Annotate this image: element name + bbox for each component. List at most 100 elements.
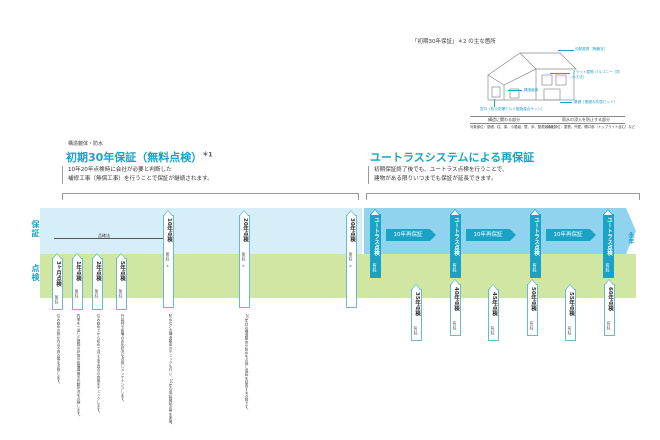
marker-y10-arrow [163, 210, 173, 217]
paid-marker-5: 55年点検 （有料） [565, 284, 576, 341]
marker-y2-label: 2年点検 [95, 261, 101, 282]
band-label-guarantee: 保証 [31, 220, 40, 238]
marker-y5-note: （無料） [119, 286, 124, 302]
left-desc-line2: 補修工事（無償工事）を行うことで保証が継続されます。 [68, 176, 213, 182]
marker-y10: 10年点検 （無料）＊ [163, 210, 174, 308]
marker-m3-arrow [52, 253, 62, 260]
marker-y1-arrow [72, 253, 82, 260]
house-legend-divider-2 [470, 123, 625, 124]
paid-marker-6-note: （有料） [607, 318, 612, 334]
utrust-marker-4: ユートラス点検 （有料） [603, 209, 614, 278]
marker-y20-label: 20年点検 [242, 218, 248, 243]
left-title: 初期30年保証（無料点検）＊1 [66, 149, 213, 165]
paid-marker-6-label: 60年点検 [607, 287, 613, 312]
caption-y1: 四季を一巡した建物の状態や設備機器の作動状況を点検します。 [77, 314, 81, 419]
legend-left: 対象部位：基礎、柱、梁、小屋組、壁、床、屋根版など [470, 125, 555, 129]
right-title: ユートラスシステムによる再保証 [370, 151, 535, 164]
utrust-marker-2: ユートラス点検 （有料） [450, 209, 461, 278]
marker-y2-arrow [92, 253, 102, 260]
marker-y30: 30年点検 （無料）＊ [346, 210, 357, 308]
caption-y20: 20年目の構造躯体や防水を点検し保証を延長する点検です。 [245, 314, 249, 413]
utrust-marker-1: ユートラス点検 （有料） [370, 209, 381, 278]
utrust-marker-3-note: （有料） [533, 259, 538, 275]
house-section: 「初期30年保証」＊2 の主な箇所 勾配屋根［陶器瓦］ フラット屋根 バルコニー… [400, 35, 635, 135]
leader-window [494, 99, 495, 107]
marker-y1-note: （無料） [75, 286, 80, 302]
marker-y5-arrow [116, 253, 126, 260]
utrust-marker-1-note: （有料） [373, 259, 378, 275]
band-label-inspection: 点検 [31, 264, 40, 282]
marker-m3: 3ヶ月点検 （無料） [52, 253, 63, 310]
label-roof: 勾配屋根［陶器瓦］ [575, 47, 608, 51]
caption-y2: 住み始めてから初めて迎える不具合の有無をチェックします。 [97, 314, 101, 415]
left-title-text: 初期30年保証（無料点検） [66, 151, 203, 164]
paid-marker-2-label: 40年点検 [453, 287, 459, 312]
marker-y30-note: （無料）＊ [349, 249, 354, 268]
marker-m3-label: 3ヶ月点検 [55, 261, 61, 287]
marker-y20-arrow [239, 210, 249, 217]
house-legend-divider [470, 116, 625, 117]
paid-marker-5-note: （有料） [568, 323, 573, 339]
utrust-marker-2-arrow [450, 209, 460, 216]
right-desc-line2: 建物がある限りいつまでも保証が延長できます。 [374, 176, 497, 182]
hiwari-label: 品確法 [98, 233, 110, 238]
paid-marker-1-arrow [411, 284, 421, 291]
utrust-marker-2-note: （有料） [453, 259, 458, 275]
eien-label: 永年 [627, 232, 634, 244]
legend-right-title: 雨水の浸入を防止する部分 [562, 117, 610, 122]
marker-y30-arrow [346, 210, 356, 217]
paid-marker-3: 45年点検 （有料） [488, 284, 499, 341]
marker-y10-note: （無料）＊ [166, 249, 171, 268]
left-desc-line1: 10年20年点検時に会社が必要と判断した [68, 167, 172, 173]
paid-marker-4-label: 50年点検 [530, 287, 536, 312]
utrust-marker-4-note: （有料） [606, 259, 611, 275]
house-illustration [487, 52, 577, 101]
rehoshou-chevron-2: 10年再保証 [466, 229, 516, 241]
leader-balcony [550, 73, 570, 74]
utrust-marker-3: ユートラス点検 （有料） [530, 209, 541, 278]
marker-y2: 2年点検 （無料） [92, 253, 103, 310]
paid-marker-3-label: 45年点検 [491, 292, 497, 317]
rehoshou-chevron-3: 10年再保証 [546, 229, 596, 241]
utrust-marker-2-label: ユートラス点検 [453, 217, 459, 256]
marker-y10-label: 10年点検 [166, 218, 172, 243]
leader-structure [508, 90, 522, 91]
left-bracket [62, 193, 359, 200]
marker-y2-note: （無料） [95, 286, 100, 302]
right-desc-line1: 初期保証終了後でも、ユートラス点検を行うことで、 [374, 167, 508, 173]
paid-marker-2-note: （有料） [453, 318, 458, 334]
paid-marker-4: 50年点検 （有料） [527, 279, 538, 336]
marker-y20-note: （無料）＊ [242, 249, 247, 268]
caption-m3: 住み始めの数か月の不具合等を点検します。 [57, 314, 61, 386]
utrust-marker-1-label: ユートラス点検 [373, 217, 379, 256]
paid-marker-1-note: （有料） [414, 323, 419, 339]
label-window: 窓口［防火防爆アルミ樹脂複合サッシ］ [480, 107, 545, 111]
left-desc: 10年20年点検時に会社が必要と判断した 補修工事（無償工事）を行うことで保証が… [62, 166, 213, 184]
utrust-marker-3-arrow [530, 209, 540, 216]
house-title: 「初期30年保証」＊2 の主な箇所 [412, 39, 496, 45]
left-title-mark: ＊1 [202, 151, 213, 159]
paid-marker-4-note: （有料） [530, 318, 535, 334]
guarantee-band-left [40, 208, 362, 254]
paid-marker-4-arrow [527, 279, 537, 286]
caption-y10: 防水などの構造躯体のチェックも行い、10年の保証継続点検を実施。 [169, 314, 173, 427]
paid-marker-3-note: （有料） [491, 323, 496, 339]
label-foundation: 基礎［基礎＆防湿ピット］ [574, 100, 618, 104]
marker-y20: 20年点検 （無料）＊ [239, 210, 250, 308]
marker-y1: 1年点検（無料） [72, 253, 83, 310]
utrust-marker-1-arrow [370, 209, 380, 216]
guarantee-band-tail [626, 208, 636, 254]
right-desc: 初期保証終了後でも、ユートラス点検を行うことで、 建物がある限りいつまでも保証が… [368, 166, 508, 184]
leader-roof [558, 50, 574, 51]
caption-y5: 外装材や設備の劣化状況を点検しメンテナンスします。 [121, 314, 125, 404]
leader-foundation [560, 102, 572, 103]
marker-y30-label: 30年点検 [349, 218, 355, 243]
paid-marker-5-arrow [565, 284, 575, 291]
marker-m3-note: （無料） [55, 292, 60, 308]
utrust-marker-3-label: ユートラス点検 [533, 217, 539, 256]
utrust-marker-4-arrow [603, 209, 613, 216]
paid-marker-5-label: 55年点検 [568, 292, 574, 317]
hiwari-line [54, 238, 164, 239]
utrust-marker-4-label: ユートラス点検 [606, 217, 612, 256]
label-balcony: フラット屋根 バルコニー［防水工法］ [572, 70, 620, 79]
